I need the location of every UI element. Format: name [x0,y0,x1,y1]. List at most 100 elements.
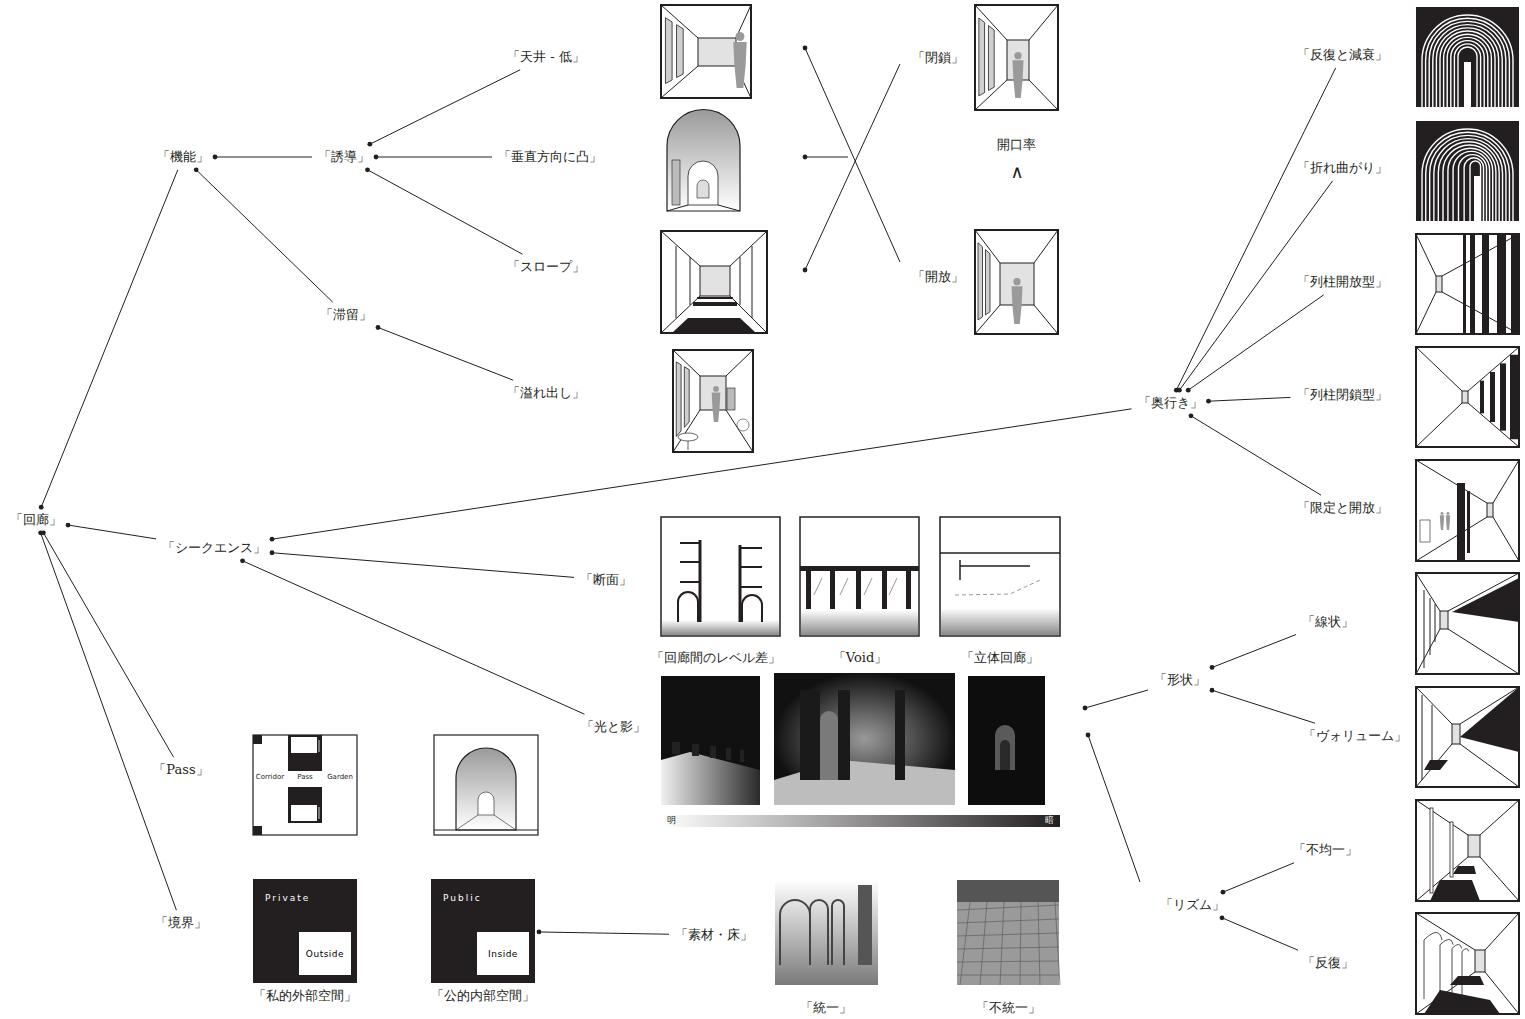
line [1480,857,1519,901]
term-node: 「滞留」 [318,306,374,324]
line [661,231,700,266]
dot [1083,706,1088,711]
vanishing-plane [1452,724,1460,744]
shadow [1430,880,1480,901]
line [1085,690,1148,708]
frame [940,517,1060,636]
vanishing-plane [1487,503,1493,517]
tile-line [957,919,1059,923]
line [680,581,700,583]
light [1474,176,1481,221]
tile-line [980,902,987,985]
column [1467,491,1470,553]
line [434,829,538,830]
frame [1416,687,1519,787]
line [726,350,753,376]
door-leaf [318,740,320,752]
dot [803,46,808,51]
line [1416,460,1487,503]
connector-dot [1210,665,1215,670]
term-text: 「素材・床」 [675,927,753,942]
light [1464,62,1471,107]
frame [661,231,767,333]
door [291,805,317,821]
tile-line [957,975,1059,976]
tile-line [957,905,1059,910]
arch [667,110,740,212]
uneven-floor-photo [957,880,1060,985]
line [1442,292,1519,334]
line [718,205,740,211]
term-node: 「列柱開放型」 [1295,273,1390,291]
column [1490,372,1495,422]
wall-panel [988,26,994,91]
connector [1212,635,1296,668]
connector-dot [39,505,44,510]
connector [370,70,520,144]
ground [1416,121,1519,221]
column [1450,822,1453,877]
line [740,586,762,588]
line [1493,517,1519,561]
vanishing-plane [1436,276,1442,292]
term-node: 「反復」 [1300,954,1356,972]
light-photo [661,676,760,805]
caption-label: Pass [297,774,313,782]
tile-line [957,933,1059,936]
line [1416,800,1468,835]
realm-box: InsidePublic「公的内部空間」 [431,879,535,983]
term-node: 「限定と開放」 [1295,499,1390,517]
term-node: 「溢れ出し」 [505,384,587,402]
arch-line [1438,142,1499,221]
term-node: 「素材・床」 [673,926,755,944]
column [1500,363,1506,430]
arch [780,900,810,965]
frame [1416,913,1519,1014]
vanishing-plane [698,38,736,66]
connector [1209,397,1291,401]
caption-label: 暗 [1045,816,1054,826]
connector-dot [1177,388,1182,393]
line [805,48,900,262]
inner-square: Outside [299,932,351,975]
person [1440,515,1444,530]
column [856,571,861,609]
arch [832,900,844,965]
volume-figure [1416,687,1519,787]
person [733,42,746,88]
arch-line [1444,34,1492,107]
line [752,246,753,318]
person [1441,512,1444,515]
arch [820,711,838,780]
line [1416,913,1475,950]
column [1430,808,1433,893]
line [1416,234,1436,276]
tile-line [960,902,970,985]
term-text: 「溢れ出し」 [507,385,585,400]
arch-line [1440,31,1495,107]
shadow [1424,760,1448,770]
flow [955,580,1040,595]
open-colonnade-figure [1416,234,1519,334]
caption-label: 明 [667,816,676,826]
term-node: 「光と影」 [579,718,648,736]
term-node: 「閉鎖」 [910,49,966,67]
frame [1416,234,1519,334]
wall-panel [727,388,735,410]
line [730,231,767,266]
light-ray [840,578,848,595]
photo [774,673,955,805]
term-node: 「機能」 [155,148,211,166]
line [1480,800,1519,835]
column [882,571,887,609]
connector [378,327,513,380]
connector [1188,295,1324,390]
column [726,748,731,760]
wall-panel [978,243,983,320]
connector [41,533,177,910]
uneven-figure [1416,800,1519,901]
line [1416,573,1440,611]
person [713,386,719,392]
column [1470,234,1475,334]
